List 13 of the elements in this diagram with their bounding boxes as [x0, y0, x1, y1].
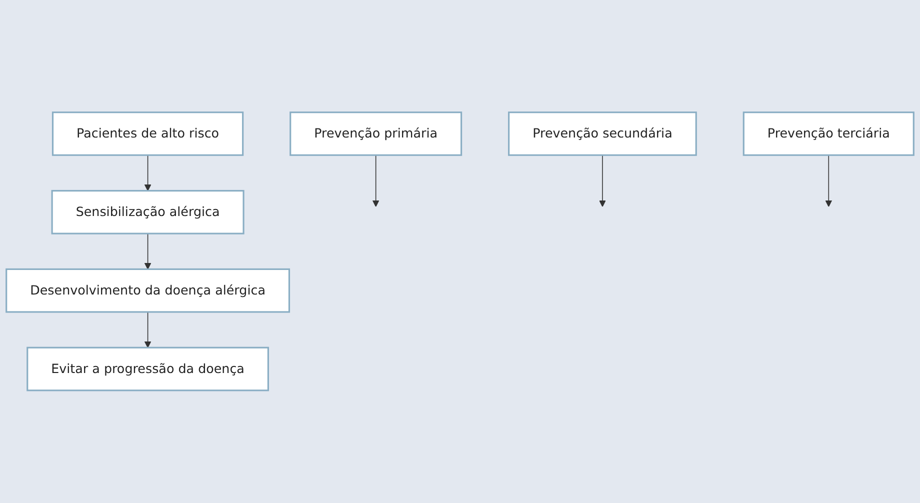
arrow: [825, 154, 832, 208]
node-box: Prevenção terciária: [742, 112, 914, 156]
node-box: Sensibilização alérgica: [51, 190, 244, 234]
node-box: Evitar a progressão da doença: [26, 346, 269, 392]
arrow: [144, 154, 152, 192]
arrow: [144, 233, 152, 270]
arrow: [598, 154, 606, 208]
arrow: [372, 154, 380, 208]
node-box: Prevenção primária: [290, 112, 462, 156]
node-box: Prevenção secundária: [508, 112, 697, 156]
node-box: Pacientes de alto risco: [52, 112, 244, 156]
node-box: Desenvolvimento da doença alérgica: [6, 268, 290, 313]
arrow: [144, 312, 152, 348]
